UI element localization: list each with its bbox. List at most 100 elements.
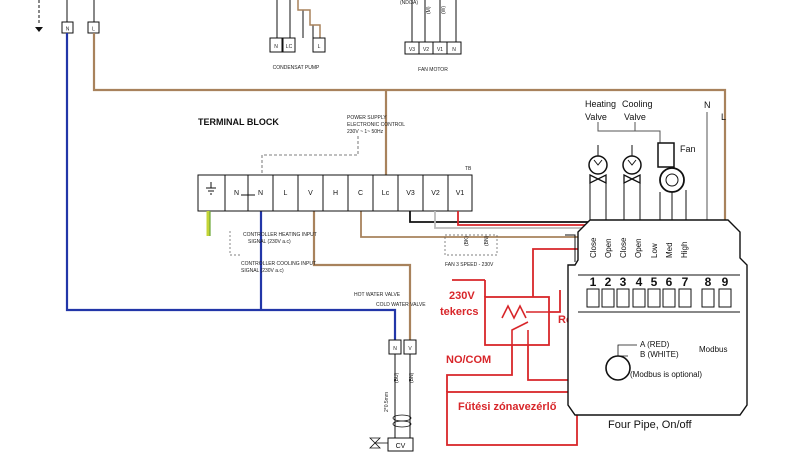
term-label-low: Low bbox=[650, 243, 659, 258]
cooling-valve-label-1: Cooling bbox=[622, 99, 653, 109]
terminal-block: TERMINAL BLOCK TB N N L V H C Lc V3 V2 V… bbox=[197, 117, 473, 236]
term-label-close-2: Close bbox=[619, 237, 628, 258]
cooling-signal-1: CONTROLLER COOLING INPUT bbox=[241, 261, 316, 267]
tb-terminal-n2: N bbox=[258, 190, 263, 197]
cv-tag-bn: (BN) bbox=[409, 372, 415, 383]
modbus-section: A (RED) B (WHITE) Modbus (Modbus is opti… bbox=[605, 340, 727, 381]
heating-signal-1: CONTROLLER HEATING INPUT bbox=[243, 232, 317, 238]
thermostat-caption: Four Pipe, On/off bbox=[608, 419, 693, 431]
thermostat-back-plate bbox=[567, 219, 748, 416]
signal-labels: CONTROLLER HEATING INPUT SIGNAL (230V a.… bbox=[229, 231, 426, 308]
top-left-terminals: N L bbox=[35, 0, 100, 34]
tb-terminal-v2: V2 bbox=[431, 190, 440, 197]
brown-cooling-wire bbox=[312, 210, 412, 340]
power-supply-note: POWER SUPPLY ELECTRONIC CONTROL 230V ~ 1… bbox=[261, 115, 405, 175]
fan-terminal-v2: V2 bbox=[423, 47, 429, 53]
tb-terminal-v1: V1 bbox=[456, 190, 465, 197]
cooling-signal-2: SIGNAL (230V a.c) bbox=[241, 268, 284, 274]
term-label-close-1: Close bbox=[589, 237, 598, 258]
thermostat: Heating Valve Cooling Valve N L Fan bbox=[567, 99, 748, 431]
pump-terminal-l: L bbox=[318, 44, 321, 50]
term-label-high: High bbox=[680, 242, 689, 258]
term-label-open-1: Open bbox=[604, 238, 613, 258]
terminal-numbers: 1 2 3 4 5 6 7 8 9 bbox=[590, 275, 729, 289]
fan-speed-nd: (ND/3A) bbox=[400, 0, 418, 6]
relay-coil-icon bbox=[501, 304, 527, 320]
modbus-a: A (RED) bbox=[640, 340, 670, 349]
fan-terminal-v1: V1 bbox=[437, 47, 443, 53]
tb-terminal-l: L bbox=[284, 190, 288, 197]
thermo-l-label: L bbox=[721, 112, 726, 122]
svg-text:(BN): (BN) bbox=[484, 235, 490, 246]
cv-label: CV bbox=[396, 443, 406, 450]
term-num-7: 7 bbox=[682, 275, 689, 289]
term-num-1: 1 bbox=[590, 275, 597, 289]
term-num-5: 5 bbox=[651, 275, 658, 289]
brown-line-wire bbox=[92, 33, 727, 255]
modbus-label: Modbus bbox=[699, 345, 727, 354]
modbus-b: B (WHITE) bbox=[640, 350, 679, 359]
term-num-3: 3 bbox=[620, 275, 627, 289]
tb-terminal-n1: N bbox=[234, 190, 239, 197]
ps-line2: ELECTRONIC CONTROL bbox=[347, 122, 405, 128]
cold-water-valve-assembly: N V (BU) (BN) 2*0.5mm CV bbox=[369, 339, 417, 452]
relay-switch-icon bbox=[511, 321, 529, 345]
heating-valve-label-2: Valve bbox=[585, 112, 607, 122]
top-n-label: N bbox=[66, 27, 70, 33]
term-num-9: 9 bbox=[722, 275, 729, 289]
condensat-pump: N LC L CONDENSAT PUMP bbox=[269, 0, 326, 71]
cv-tag-bu: (BU) bbox=[394, 372, 400, 383]
nocom-label: NO/COM bbox=[446, 354, 491, 366]
tb-terminal-v3: V3 bbox=[406, 190, 415, 197]
cv-terminal-v: V bbox=[408, 346, 412, 352]
screw-terminals bbox=[586, 288, 732, 308]
fan-terminal-n: N bbox=[452, 47, 456, 53]
thermo-fan-label: Fan bbox=[680, 144, 696, 154]
ps-line3: 230V ~ 1~ 50Hz bbox=[347, 129, 384, 135]
term-num-6: 6 bbox=[666, 275, 673, 289]
coil-label-1: 230V bbox=[449, 290, 475, 302]
term-num-2: 2 bbox=[605, 275, 612, 289]
fan-speed-m: (M) bbox=[426, 6, 432, 14]
fan-motor-label: FAN MOTOR bbox=[418, 67, 448, 73]
terminal-block-title: TERMINAL BLOCK bbox=[198, 117, 279, 127]
fan-speed-label: FAN 3 SPEED - 230V bbox=[445, 262, 494, 268]
fan-motor: (ND/3A) (M) (W) V3 V2 V1 N FAN MOTOR bbox=[400, 0, 462, 73]
term-num-4: 4 bbox=[636, 275, 643, 289]
cv-terminal-n: N bbox=[393, 346, 397, 352]
top-l-label: L bbox=[92, 27, 95, 33]
valve-symbol-icon bbox=[369, 437, 381, 449]
ps-line1: POWER SUPPLY bbox=[347, 115, 387, 121]
tb-terminal-v: V bbox=[308, 190, 313, 197]
term-label-med: Med bbox=[665, 242, 674, 258]
svg-text:(BK): (BK) bbox=[464, 236, 470, 246]
tb-terminal-lc: Lc bbox=[382, 190, 390, 197]
relay-box bbox=[484, 296, 550, 346]
pump-terminal-lc: LC bbox=[286, 44, 293, 50]
heating-signal-2: SIGNAL (230V a.c) bbox=[248, 239, 291, 245]
tb-terminal-c: C bbox=[358, 190, 363, 197]
tb-label: TB bbox=[465, 166, 472, 172]
brown-heating-wire bbox=[360, 210, 599, 262]
zone-controller-box bbox=[446, 391, 578, 446]
zone-controller-label: Fűtési zónavezérlő bbox=[458, 401, 557, 413]
hot-water-valve: HOT WATER VALVE bbox=[354, 292, 401, 298]
blue-neutral-wire bbox=[65, 33, 397, 340]
coil-label-2: tekercs bbox=[440, 306, 479, 318]
fan-speed-w: (W) bbox=[441, 6, 447, 14]
condensat-pump-label: CONDENSAT PUMP bbox=[273, 65, 320, 71]
thermo-n-label: N bbox=[704, 100, 711, 110]
heating-valve-label-1: Heating bbox=[585, 99, 616, 109]
fan-speed-bracket: (BK) (BN) FAN 3 SPEED - 230V bbox=[444, 234, 498, 268]
cooling-valve-label-2: Valve bbox=[624, 112, 646, 122]
cold-water-valve: COLD WATER VALVE bbox=[376, 302, 426, 308]
term-label-open-2: Open bbox=[634, 238, 643, 258]
tb-terminal-h: H bbox=[333, 190, 338, 197]
pump-terminal-n: N bbox=[274, 44, 278, 50]
valve-wire-close bbox=[565, 234, 576, 262]
fan-terminal-v3: V3 bbox=[409, 47, 415, 53]
term-num-8: 8 bbox=[705, 275, 712, 289]
cable-spec: 2*0.5mm bbox=[384, 392, 390, 412]
modbus-optional: (Modbus is optional) bbox=[630, 370, 702, 379]
